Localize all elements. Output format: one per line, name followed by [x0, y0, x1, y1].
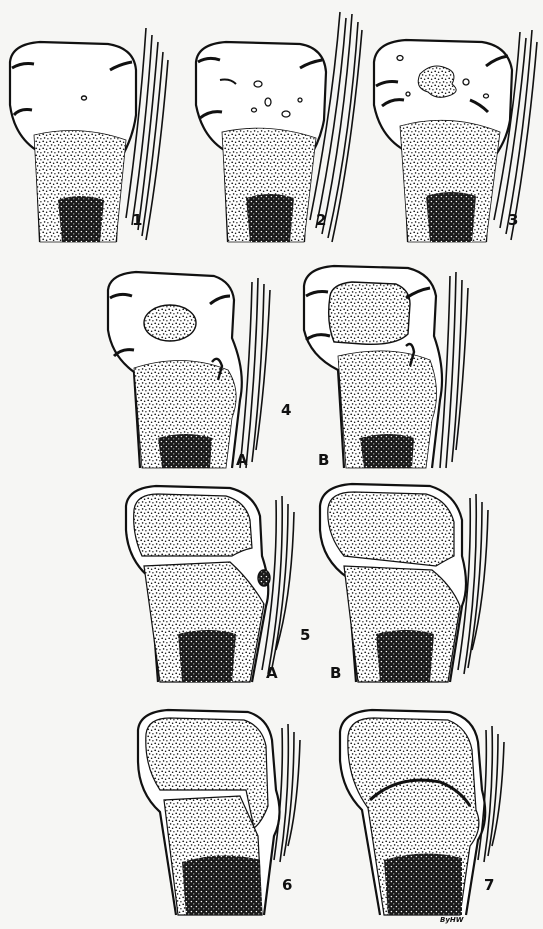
panel-label: 5 [300, 626, 310, 644]
panel-2: 2 [196, 12, 362, 242]
panel-label: 7 [484, 876, 494, 894]
panel-sublabel: A [266, 664, 278, 682]
panel-5b: B [320, 484, 488, 682]
diaphysis-dense [426, 192, 476, 242]
panel-sublabel: B [330, 664, 341, 682]
epiphysis-stippled [134, 494, 252, 556]
diaphysis-dense [158, 434, 212, 468]
panel-label: 3 [508, 211, 518, 229]
panel-7: 7 [340, 710, 504, 915]
artist-signature: ByHW [440, 916, 464, 924]
panel-label: 4 [281, 401, 291, 419]
patellar-tendon [240, 278, 270, 468]
diaphysis-dense [360, 434, 414, 468]
separated-ossicle [258, 570, 270, 586]
panel-5a: A [126, 486, 294, 682]
panel-3: 3 [374, 30, 537, 242]
panel-6: 6 [138, 710, 300, 915]
diaphysis-dense [384, 853, 462, 915]
secondary-ossification-center [329, 282, 410, 344]
panel-sublabel: A [236, 451, 248, 469]
panel-label: 2 [316, 211, 326, 229]
diaphysis-dense [376, 630, 434, 682]
panel-4b: B [304, 266, 468, 469]
panel-label: 6 [282, 876, 292, 894]
diaphysis-dense [182, 855, 262, 915]
diaphysis-dense [178, 630, 236, 682]
epiphysis-stippled [328, 492, 454, 566]
secondary-ossification-center [144, 305, 196, 341]
panel-1: 1 [10, 28, 168, 242]
panel-4a: A [108, 272, 270, 469]
patellar-tendon [440, 272, 468, 468]
panel-label: 1 [132, 211, 142, 229]
panel-sublabel: B [318, 451, 329, 469]
diaphysis-dense [246, 194, 294, 242]
diaphysis-dense [58, 196, 104, 242]
